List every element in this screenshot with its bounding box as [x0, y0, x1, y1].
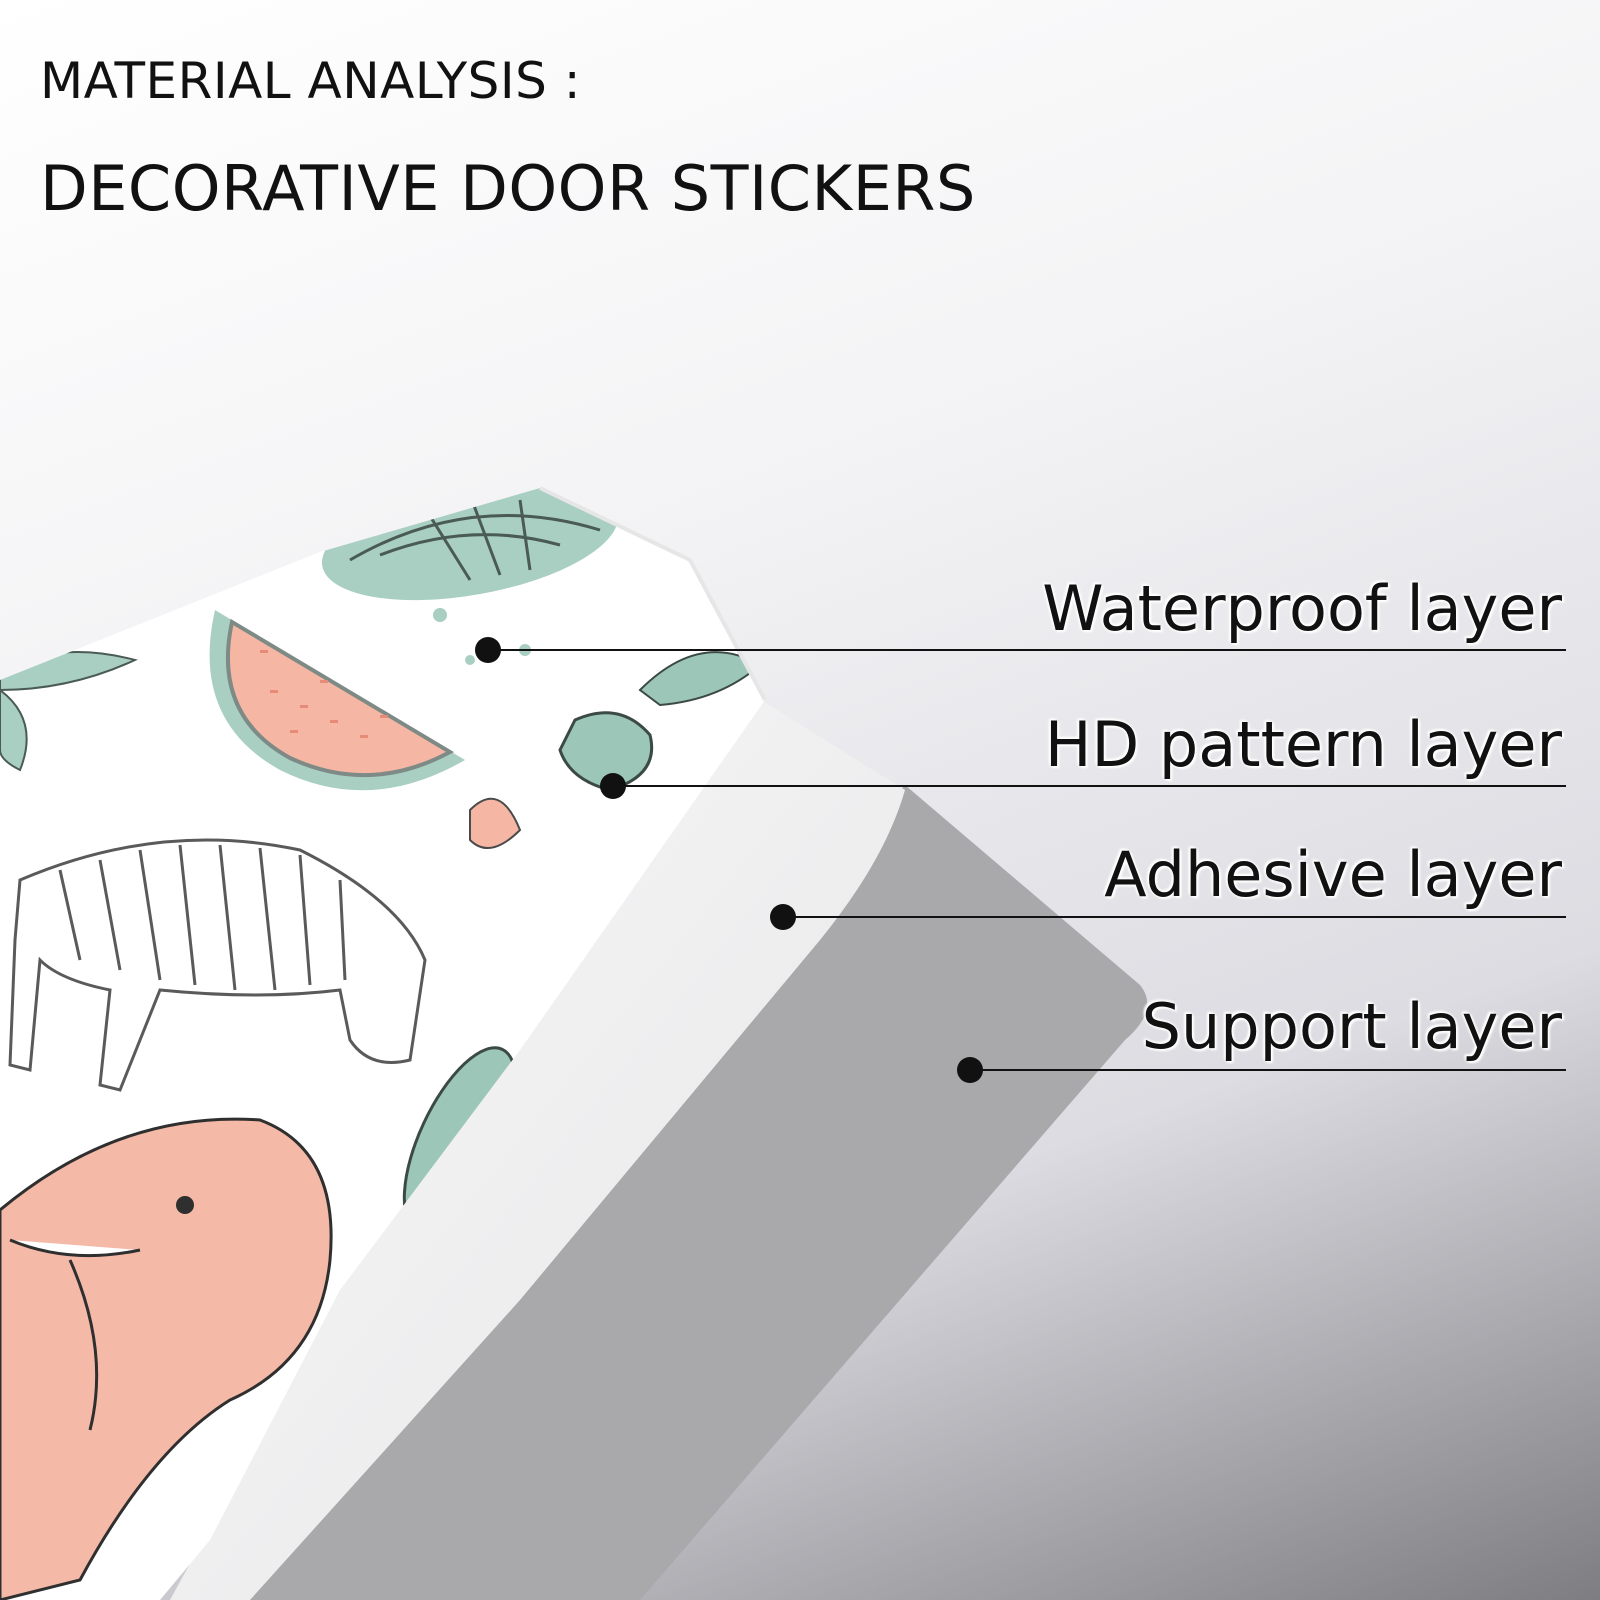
support-layer-sheet — [220, 785, 1148, 1600]
hd-pattern-layer-label: HD pattern layer — [1044, 708, 1562, 781]
waterproof-layer-label: Waterproof layer — [1042, 572, 1562, 645]
header-title: DECORATIVE DOOR STICKERS — [40, 152, 976, 225]
elephant-illustration — [0, 1117, 333, 1600]
leaf-illustration — [0, 687, 28, 772]
waterproof-layer-marker — [475, 637, 501, 663]
monstera-leaf-illustration — [558, 711, 654, 792]
zebra-illustration — [8, 838, 427, 1092]
support-layer-marker — [957, 1057, 983, 1083]
header-subtitle: MATERIAL ANALYSIS : — [40, 52, 582, 110]
watermelon-illustration — [209, 610, 465, 791]
support-layer-label: Support layer — [1141, 990, 1562, 1063]
flower-illustration — [469, 797, 522, 849]
adhesive-layer-label: Adhesive layer — [1104, 838, 1562, 911]
adhesive-layer-sheet — [170, 690, 905, 1600]
adhesive-layer-marker — [770, 904, 796, 930]
hd-pattern-layer-marker — [600, 773, 626, 799]
